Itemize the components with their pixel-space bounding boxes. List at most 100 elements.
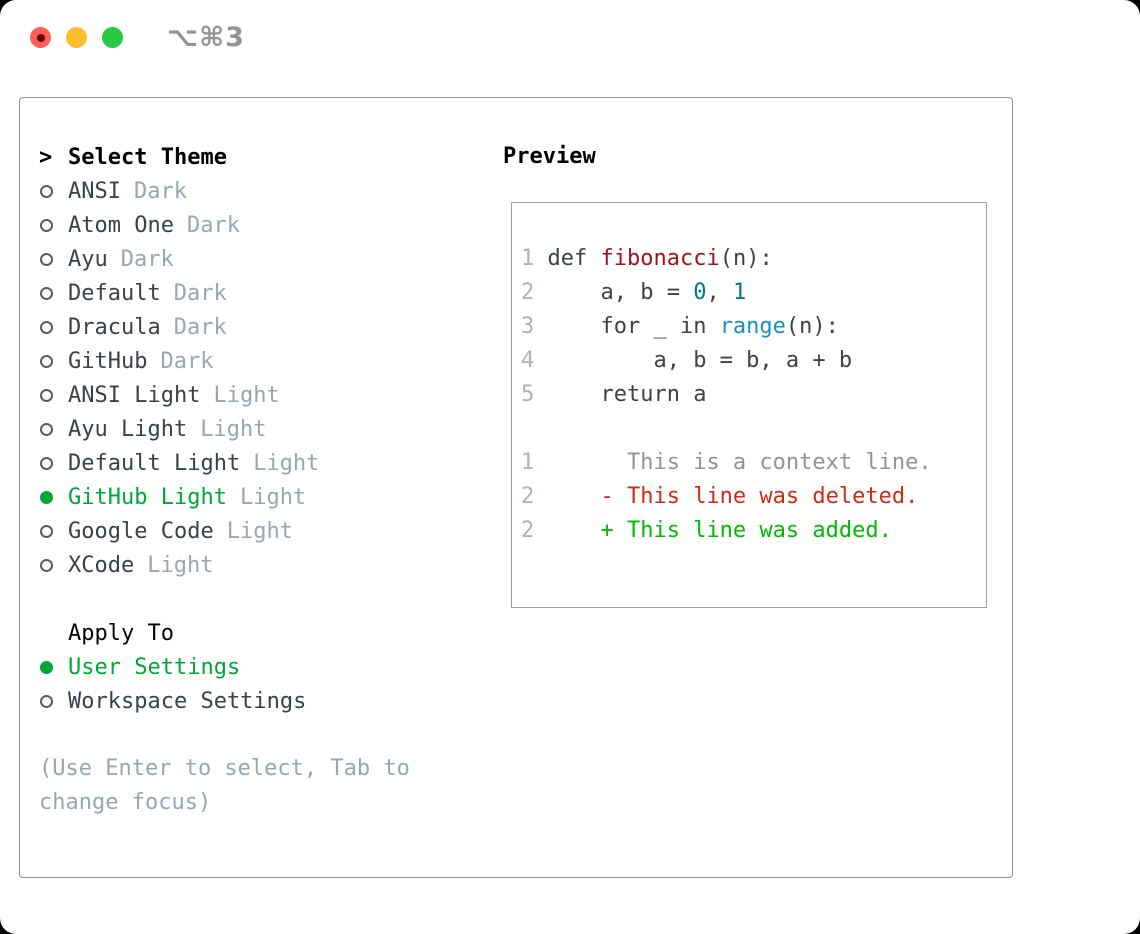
radio-unselected-icon xyxy=(40,524,53,538)
theme-variant-tag: Dark xyxy=(160,348,214,374)
radio-unselected-icon xyxy=(40,252,53,266)
code-token-plain: for _ in xyxy=(547,314,720,339)
theme-option-default-light[interactable]: Default Light Light xyxy=(39,446,489,480)
hint-line: change focus) xyxy=(39,790,212,815)
theme-variant-tag: Light xyxy=(213,382,280,408)
option-label: Default Light xyxy=(68,450,241,476)
spacer xyxy=(39,718,489,752)
theme-option-atom-one[interactable]: Atom One Dark xyxy=(39,208,489,242)
theme-variant-tag: Dark xyxy=(173,280,227,306)
theme-variant-tag: Dark xyxy=(186,212,240,238)
line-number: 1 xyxy=(521,246,548,271)
radio-unselected-icon xyxy=(40,694,53,708)
line-number: 3 xyxy=(521,314,548,339)
theme-variant-tag: Light xyxy=(239,484,307,510)
code-token-numlit: 0 xyxy=(693,280,707,305)
code-token-del: - This line was deleted. xyxy=(547,484,919,509)
option-label: ANSI Light xyxy=(68,382,201,408)
option-label: GitHub Light xyxy=(68,484,227,510)
theme-option-ansi-light[interactable]: ANSI Light Light xyxy=(39,378,489,412)
code-token-builtin: range xyxy=(719,314,786,339)
line-number: 2 xyxy=(521,518,548,543)
code-line: 4 a, b = b, a + b xyxy=(521,344,986,378)
code-token-fn: fibonacci xyxy=(600,246,720,271)
radio-unselected-icon xyxy=(40,558,53,572)
option-label: User Settings xyxy=(68,654,241,680)
theme-variant-tag: Dark xyxy=(133,178,187,204)
code-token-add: + This line was added. xyxy=(547,518,892,543)
option-label: Dracula xyxy=(68,314,161,340)
theme-variant-tag: Light xyxy=(200,416,267,442)
zoom-button[interactable] xyxy=(102,27,123,48)
minimize-button[interactable] xyxy=(66,27,87,48)
radio-unselected-icon xyxy=(40,456,53,470)
code-token-plain: a, b = b, a + b xyxy=(547,348,853,373)
select-theme-header: > Select Theme xyxy=(39,140,489,174)
line-number: 2 xyxy=(521,280,548,305)
option-label: Default xyxy=(68,280,161,306)
radio-unselected-icon xyxy=(40,320,53,334)
radio-unselected-icon xyxy=(40,184,53,198)
window-title-shortcut: ⌥⌘3 xyxy=(167,22,245,53)
code-token-numlit: 1 xyxy=(732,280,747,305)
option-label: Workspace Settings xyxy=(68,688,307,714)
code-token-plain: a, b = xyxy=(547,280,694,305)
code-blank-line xyxy=(521,412,986,446)
radio-selected-icon xyxy=(40,660,53,674)
code-token-plain: (n): xyxy=(785,314,839,339)
theme-option-github-light[interactable]: GitHub Light Light xyxy=(39,480,489,514)
select-theme-title: Select Theme xyxy=(68,144,227,170)
option-label: Ayu xyxy=(68,246,108,272)
radio-unselected-icon xyxy=(40,354,53,368)
code-line: 5 return a xyxy=(521,378,986,412)
radio-unselected-icon xyxy=(40,218,53,232)
code-token-plain: def xyxy=(547,246,601,271)
theme-variant-tag: Dark xyxy=(120,246,174,272)
option-label: XCode xyxy=(68,552,135,578)
preview-title: Preview xyxy=(503,144,596,169)
radio-unselected-icon xyxy=(40,286,53,300)
theme-option-default[interactable]: Default Dark xyxy=(39,276,489,310)
code-line: 2 a, b = 0, 1 xyxy=(521,276,986,310)
spacer xyxy=(39,582,489,616)
radio-unselected-icon xyxy=(40,388,53,402)
cursor-chevron-icon: > xyxy=(39,144,53,170)
theme-variant-tag: Dark xyxy=(173,314,227,340)
code-line: 2 - This line was deleted. xyxy=(521,480,986,514)
code-line: 3 for _ in range(n): xyxy=(521,310,986,344)
line-number: 1 xyxy=(521,450,548,475)
close-button[interactable] xyxy=(30,27,51,48)
code-line: 1 def fibonacci(n): xyxy=(521,242,986,276)
theme-option-google-code[interactable]: Google Code Light xyxy=(39,514,489,548)
theme-variant-tag: Light xyxy=(253,450,320,476)
theme-option-dracula[interactable]: Dracula Dark xyxy=(39,310,489,344)
line-number: 5 xyxy=(521,382,548,407)
radio-unselected-icon xyxy=(40,422,53,436)
line-number: 4 xyxy=(521,348,548,373)
title-bar: ⌥⌘3 xyxy=(0,0,1140,75)
theme-option-ayu[interactable]: Ayu Dark xyxy=(39,242,489,276)
theme-variant-tag: Light xyxy=(226,518,293,544)
radio-selected-icon xyxy=(40,490,53,504)
apply-option-user-settings[interactable]: User Settings xyxy=(39,650,489,684)
close-dot-icon xyxy=(36,33,45,42)
option-label: Google Code xyxy=(68,518,214,544)
code-line: 2 + This line was added. xyxy=(521,514,986,548)
code-line: 1 This is a context line. xyxy=(521,446,986,480)
line-number: 2 xyxy=(521,484,548,509)
apply-to-header: Apply To xyxy=(39,616,489,650)
code-token-plain: (n): xyxy=(719,246,773,271)
apply-option-workspace-settings[interactable]: Workspace Settings xyxy=(39,684,489,718)
code-token-plain: , xyxy=(706,280,733,305)
option-label: Atom One xyxy=(68,212,174,238)
